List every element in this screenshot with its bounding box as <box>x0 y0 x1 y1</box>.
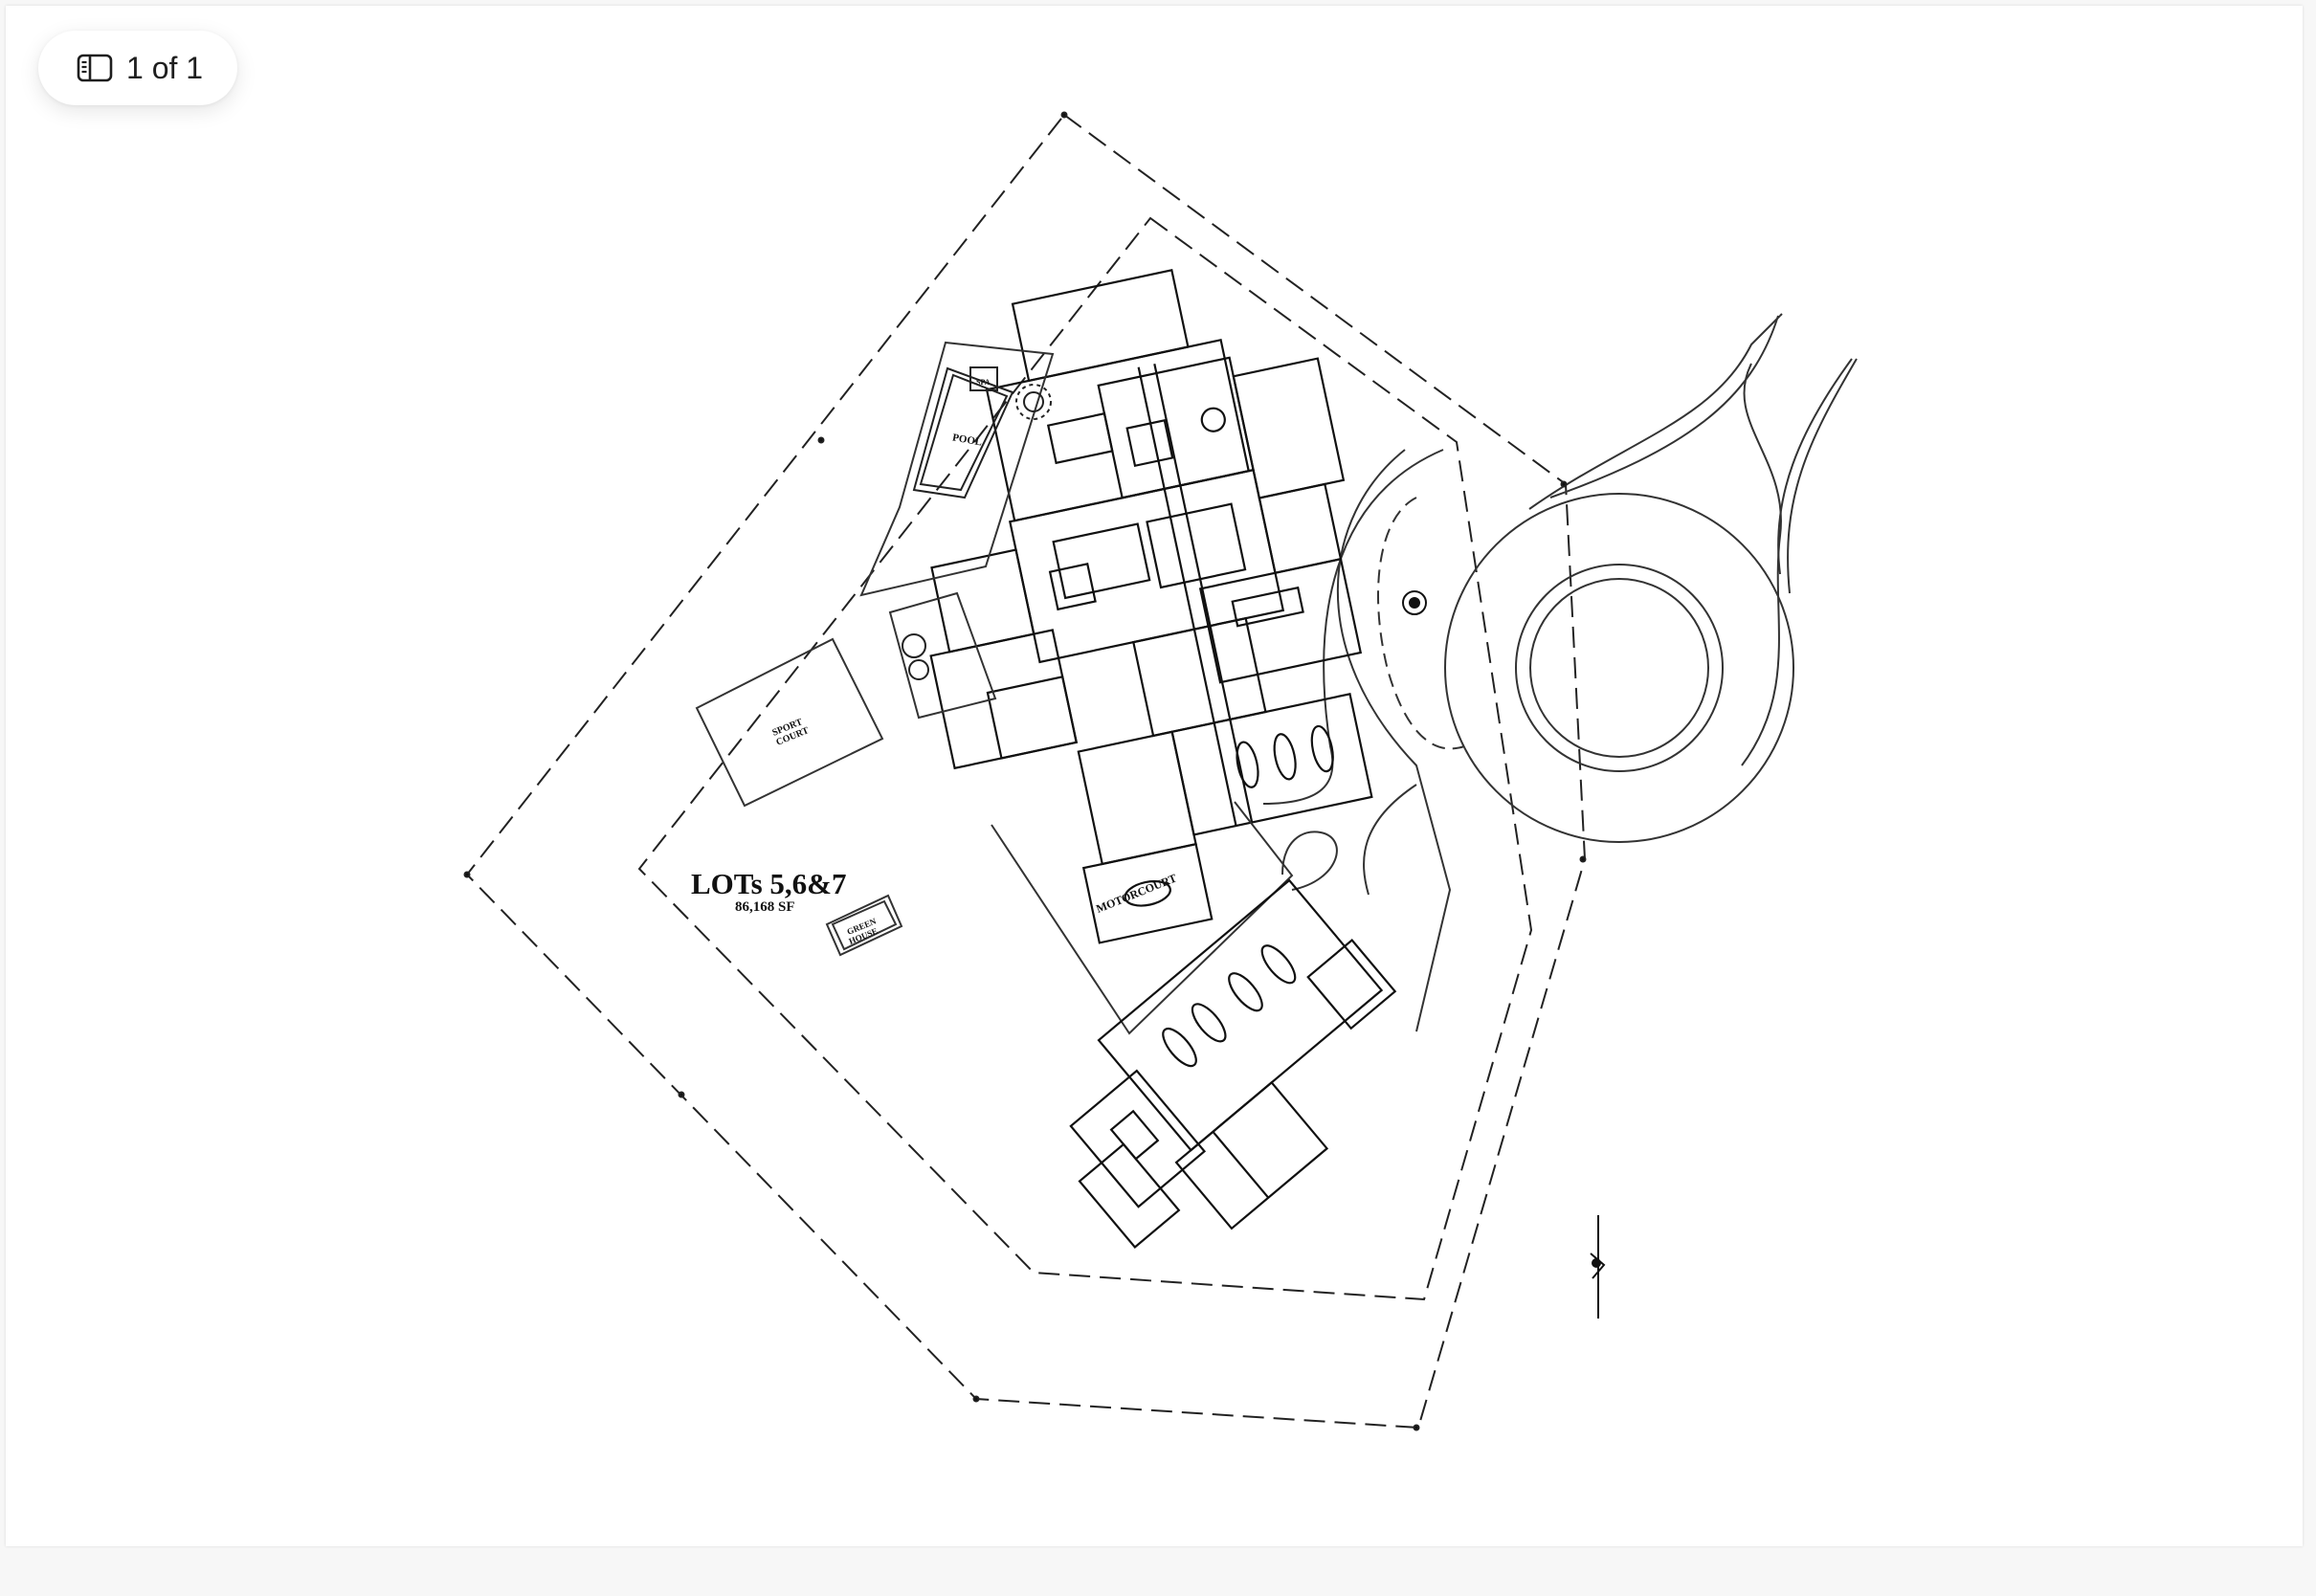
main-house <box>929 269 1373 944</box>
motorcourt-outline <box>991 801 1294 1035</box>
pool <box>912 366 1014 499</box>
motorcourt-label: MOTORCOURT <box>1094 871 1178 915</box>
lot-area: 86,168 SF <box>735 899 795 915</box>
page-indicator-text: 1 of 1 <box>126 50 204 85</box>
green-house <box>825 894 903 957</box>
pool-label: POOL <box>951 432 983 448</box>
cul-de-sac-road <box>1262 313 1858 1032</box>
lot-title: LOTs 5,6&7 <box>691 867 847 900</box>
guest-house <box>1069 878 1397 1249</box>
sport-court <box>695 637 884 808</box>
spa-label: SPA <box>976 378 991 387</box>
document-page <box>6 6 2303 1546</box>
spa <box>969 366 998 391</box>
page-indicator-button[interactable]: 1 of 1 <box>38 31 237 105</box>
sidebar-panel-icon <box>77 54 113 82</box>
fountain <box>1402 590 1427 615</box>
setback-line-inner <box>637 216 1533 1301</box>
north-arrow-icon <box>1590 1215 1606 1319</box>
pool-deck <box>859 341 1055 597</box>
